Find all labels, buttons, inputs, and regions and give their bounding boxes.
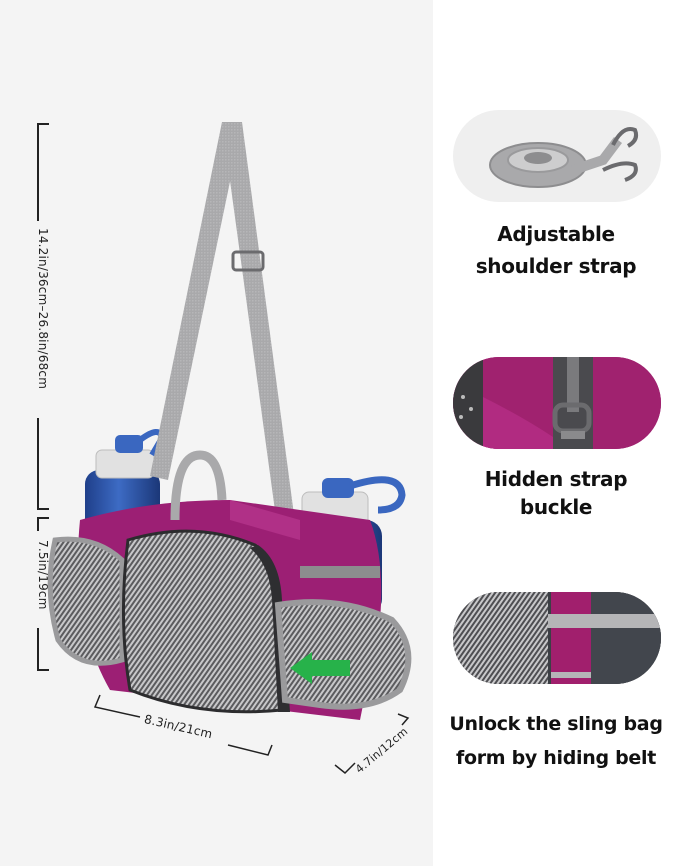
product-image	[47, 122, 412, 720]
dimension-lines-svg	[93, 694, 410, 775]
coiled-strap-image	[453, 110, 661, 202]
hidden-buckle-image	[453, 357, 661, 449]
product-panel	[0, 0, 433, 866]
feature-title-line2: form by hiding belt	[456, 747, 656, 769]
dimension-line	[37, 123, 39, 221]
green-arrow-icon	[290, 652, 350, 684]
feature-title-line1: Unlock the sling bag	[449, 713, 663, 735]
dimension-tick	[37, 508, 49, 510]
feature-title-line2: buckle	[519, 495, 593, 519]
shoulder-strap	[150, 122, 300, 562]
dimension-line	[37, 418, 39, 510]
dimension-tick	[37, 123, 49, 125]
feature-title-line1: Hidden strap	[484, 467, 628, 491]
dimension-line	[37, 517, 39, 531]
dimension-tick	[37, 517, 49, 519]
dimension-line	[37, 628, 39, 670]
hiding-belt-image	[453, 592, 661, 684]
feature-title-line1: Adjustable	[497, 222, 615, 246]
dimension-tick	[37, 669, 49, 671]
feature-title-line2: shoulder strap	[475, 254, 637, 278]
